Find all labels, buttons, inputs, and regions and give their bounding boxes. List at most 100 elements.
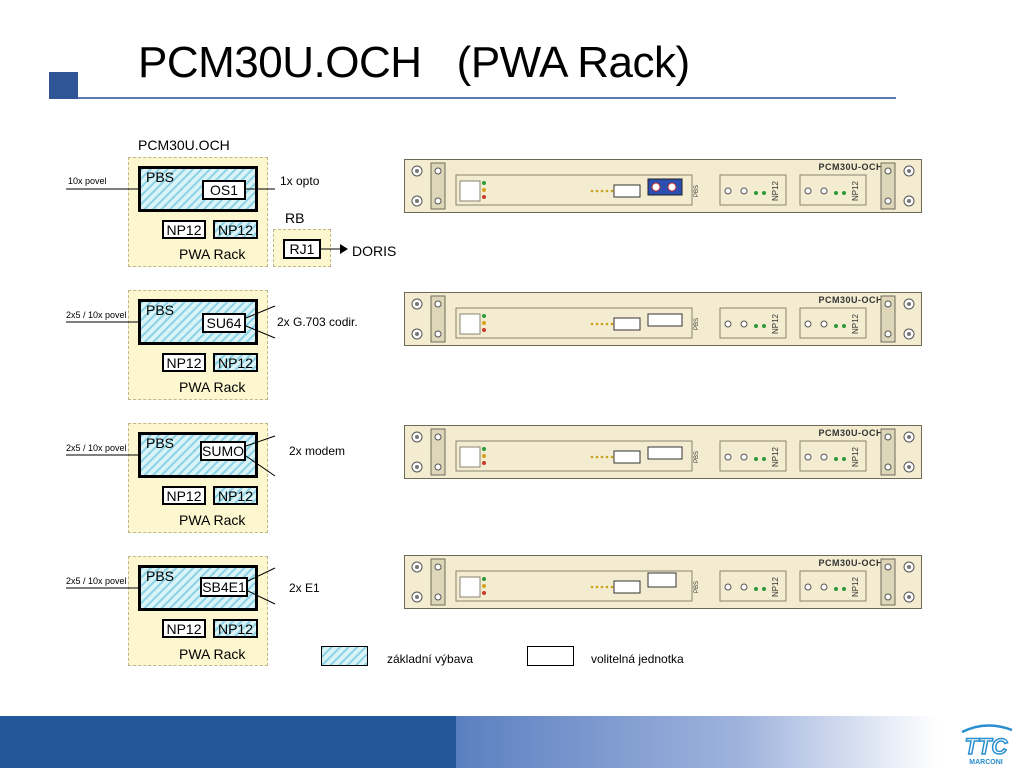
block-2-rack: PWA Rack [179, 379, 246, 395]
led-green [754, 457, 758, 461]
led-red [482, 195, 486, 199]
led-green [842, 324, 846, 328]
mount-hole-center [415, 199, 419, 203]
mount-hole-center [415, 465, 419, 469]
rack-ear-left [430, 295, 446, 343]
block-3-pbs-label: PBS [146, 435, 175, 451]
pbs-card-label: PBS [694, 581, 700, 593]
pin-led [590, 585, 594, 589]
footer-band [0, 716, 456, 768]
ear-screw [434, 197, 442, 205]
rack-ear-left [430, 558, 446, 606]
ear-screw [434, 300, 442, 308]
block-3-input: 2x5 / 10x povel [66, 443, 127, 453]
np12-card-label: NP12 [851, 313, 860, 334]
mount-hole-center [907, 169, 911, 173]
module-connector [647, 446, 683, 460]
mount-hole-center [907, 332, 911, 336]
ear-screw [884, 197, 892, 205]
card-screw [740, 583, 748, 591]
block-3-module: SUMO [200, 441, 246, 461]
block-1-input: 10x povel [68, 176, 107, 186]
opto-connector [651, 182, 661, 192]
block-3-np-b: NP12 [213, 486, 258, 505]
block-4-pbs [138, 565, 258, 611]
ear-screw [884, 563, 892, 571]
led-green [754, 587, 758, 591]
led-yellow [482, 188, 486, 192]
card-screw [724, 583, 732, 591]
np12-card-label: NP12 [851, 446, 860, 467]
pin-led [605, 189, 609, 193]
mount-hole-center [415, 595, 419, 599]
led-green [482, 447, 486, 451]
svg-text:TTC: TTC [965, 734, 1009, 759]
np12-card-b [799, 570, 867, 602]
np12-card-label: NP12 [771, 576, 780, 597]
ear-screw [434, 463, 442, 471]
card-handle [459, 180, 481, 202]
legend-optional-swatch [527, 646, 574, 666]
card-screw [804, 320, 812, 328]
title-accent [49, 72, 78, 99]
pin-led [600, 585, 604, 589]
np12-card-b [799, 174, 867, 206]
np12-card-label: NP12 [851, 180, 860, 201]
block-3-pbs [138, 432, 258, 478]
block-2-np-b: NP12 [213, 353, 258, 372]
card-screw [804, 187, 812, 195]
ear-screw [434, 433, 442, 441]
pin-led [600, 455, 604, 459]
ear-screw [884, 167, 892, 175]
rack-ear-right [880, 162, 896, 210]
np12-card-a [719, 174, 787, 206]
connector-block [613, 317, 641, 331]
mount-hole-center [907, 565, 911, 569]
led-red [482, 461, 486, 465]
dsub-connector [647, 572, 677, 588]
block-1-module: OS1 [202, 180, 246, 200]
np12-card-label: NP12 [771, 446, 780, 467]
card-screw [740, 453, 748, 461]
opto-connector [667, 182, 677, 192]
rb-label: RB [285, 210, 305, 226]
mount-hole-center [415, 169, 419, 173]
card-screw [820, 187, 828, 195]
block-4-pbs-label: PBS [146, 568, 175, 584]
card-screw [740, 187, 748, 195]
block-4-np-a: NP12 [162, 619, 206, 638]
block-2-output: 2x G.703 codir. [277, 315, 358, 329]
ear-screw [884, 300, 892, 308]
pin-led [610, 322, 614, 326]
mount-hole-center [415, 565, 419, 569]
card-screw [820, 583, 828, 591]
mount-hole-center [907, 199, 911, 203]
pbs-card-label: PBS [694, 185, 700, 197]
diagram-title: PCM30U.OCH [138, 137, 230, 153]
led-yellow [482, 321, 486, 325]
np12-card-a [719, 440, 787, 472]
block-4-output: 2x E1 [289, 581, 320, 595]
led-yellow [482, 454, 486, 458]
pin-led [605, 455, 609, 459]
led-green [834, 457, 838, 461]
block-1-np-b: NP12 [213, 220, 258, 239]
legend-basic-swatch [321, 646, 368, 666]
block-4-rack: PWA Rack [179, 646, 246, 662]
block-2-np-a: NP12 [162, 353, 206, 372]
legend-optional-label: volitelná jednotka [591, 652, 684, 666]
led-green [834, 324, 838, 328]
rack-ear-left [430, 428, 446, 476]
pin-led [590, 455, 594, 459]
pbs-card-label: PBS [694, 318, 700, 330]
pin-led [590, 322, 594, 326]
module-connector [647, 313, 683, 327]
block-2-module: SU64 [202, 313, 246, 333]
legend-basic-label: základní výbava [387, 652, 474, 666]
pbs-card-label: PBS [694, 451, 700, 463]
led-red [482, 591, 486, 595]
led-green [842, 587, 846, 591]
block-1-output: 1x opto [280, 174, 320, 188]
